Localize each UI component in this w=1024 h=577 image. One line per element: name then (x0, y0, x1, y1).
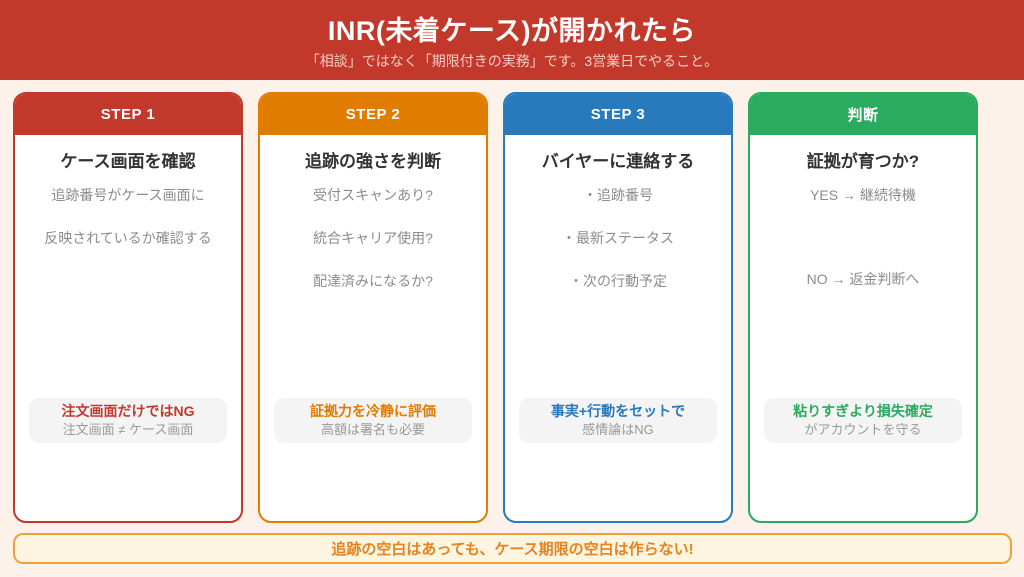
footer-banner: 追跡の空白はあっても、ケース期限の空白は作らない! (13, 533, 1012, 564)
highlight-box: 証拠力を冷静に評価 高額は署名も必要 (274, 398, 472, 443)
header-banner: INR(未着ケース)が開かれたら 「相談」ではなく「期限付きの実務」です。3営業… (0, 0, 1024, 80)
step-label: 判断 (847, 106, 879, 124)
highlight-strong-text: 注文画面だけではNG (61, 403, 195, 419)
card-title: 追跡の強さを判断 (305, 152, 441, 171)
highlight-sub-text: 高額は署名も必要 (320, 422, 425, 437)
card-body-line: ・次の行動予定 (569, 273, 667, 289)
card-judgement: 判断 証拠が育つか? YES → 継続待機 NO → 返金判断へ 粘りすぎより損… (748, 92, 978, 523)
highlight-sub-text: 注文画面 ≠ ケース画面 (62, 422, 194, 437)
card-body-line: ・追跡番号 (583, 187, 653, 203)
card-body-line: 追跡番号がケース画面に (51, 187, 205, 203)
highlight-sub-text: 感情論はNG (582, 422, 654, 437)
card-judgement-header: 判断 (750, 94, 976, 135)
highlight-box: 注文画面だけではNG 注文画面 ≠ ケース画面 (29, 398, 227, 443)
card-step-2: STEP 2 追跡の強さを判断 受付スキャンあり? 統合キャリア使用? 配達済み… (258, 92, 488, 523)
highlight-box: 粘りすぎより損失確定 がアカウントを守る (764, 398, 962, 443)
highlight-box: 事実+行動をセットで 感情論はNG (519, 398, 717, 443)
highlight-sub-text: がアカウントを守る (804, 422, 922, 437)
card-step-1: STEP 1 ケース画面を確認 追跡番号がケース画面に 反映されているか確認する… (13, 92, 243, 523)
card-body-line: YES → 継続待機 (810, 187, 916, 203)
card-step-1-header: STEP 1 (15, 94, 241, 135)
card-step-3-header: STEP 3 (505, 94, 731, 135)
card-body-line: NO → 返金判断へ (806, 271, 920, 287)
card-title: ケース画面を確認 (60, 152, 196, 171)
page-subtitle: 「相談」ではなく「期限付きの実務」です。3営業日でやること。 (305, 53, 719, 69)
highlight-strong-text: 事実+行動をセットで (550, 403, 686, 419)
footer-text: 追跡の空白はあっても、ケース期限の空白は作らない! (331, 541, 694, 558)
card-title: 証拠が育つか? (806, 152, 920, 171)
card-body-line: 受付スキャンあり? (313, 187, 433, 203)
card-body-line: 反映されているか確認する (44, 230, 212, 246)
step-label: STEP 2 (345, 105, 401, 123)
step-label: STEP 1 (100, 105, 156, 123)
card-title: バイヤーに連絡する (541, 152, 695, 171)
card-step-2-header: STEP 2 (260, 94, 486, 135)
card-body-line: ・最新ステータス (562, 230, 674, 246)
highlight-strong-text: 粘りすぎより損失確定 (793, 403, 933, 419)
card-body-line: 統合キャリア使用? (313, 230, 433, 246)
highlight-strong-text: 証拠力を冷静に評価 (310, 403, 436, 419)
page-title: INR(未着ケース)が開かれたら (327, 16, 697, 46)
card-step-3: STEP 3 バイヤーに連絡する ・追跡番号 ・最新ステータス ・次の行動予定 … (503, 92, 733, 523)
card-body-line: 配達済みになるか? (313, 273, 433, 289)
step-label: STEP 3 (590, 105, 646, 123)
steps-container: STEP 1 ケース画面を確認 追跡番号がケース画面に 反映されているか確認する… (13, 92, 978, 523)
